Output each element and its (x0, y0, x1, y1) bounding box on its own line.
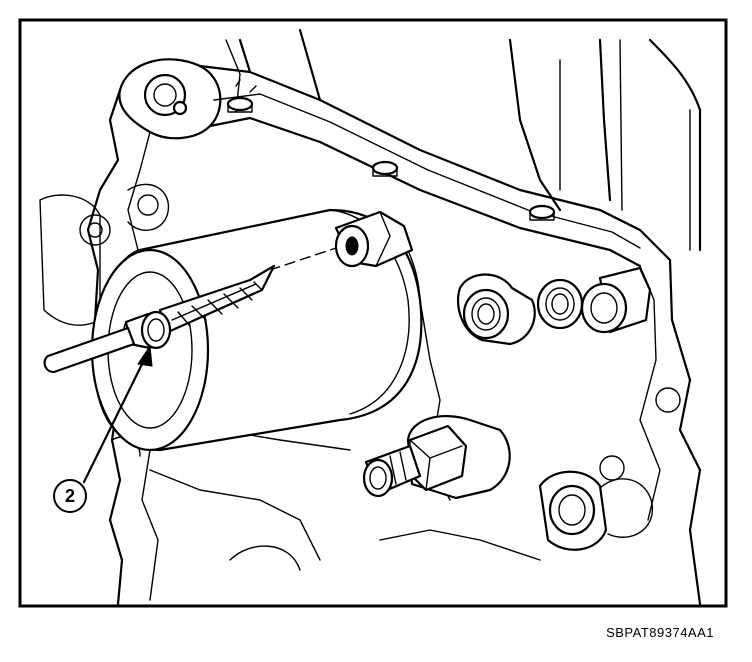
oil-pan-bolt (371, 160, 399, 177)
callout-number: 2 (65, 486, 75, 506)
line-fitting (580, 266, 652, 334)
figure-code: SBPAT89374AA1 (606, 625, 714, 640)
drill-shank (43, 326, 136, 374)
oil-pan-bolt (226, 96, 254, 113)
retainer-sleeve (334, 210, 414, 268)
drill-bit (158, 264, 276, 334)
callout-leader (82, 344, 153, 484)
line-fitting (538, 470, 608, 551)
line-fitting (536, 278, 584, 330)
oil-pan-bolt (528, 204, 556, 221)
figure-frame (18, 18, 728, 608)
callout-bubble: 2 (53, 479, 87, 513)
centerline (269, 247, 337, 271)
drain-plug (362, 415, 511, 500)
line-fitting (456, 273, 536, 346)
